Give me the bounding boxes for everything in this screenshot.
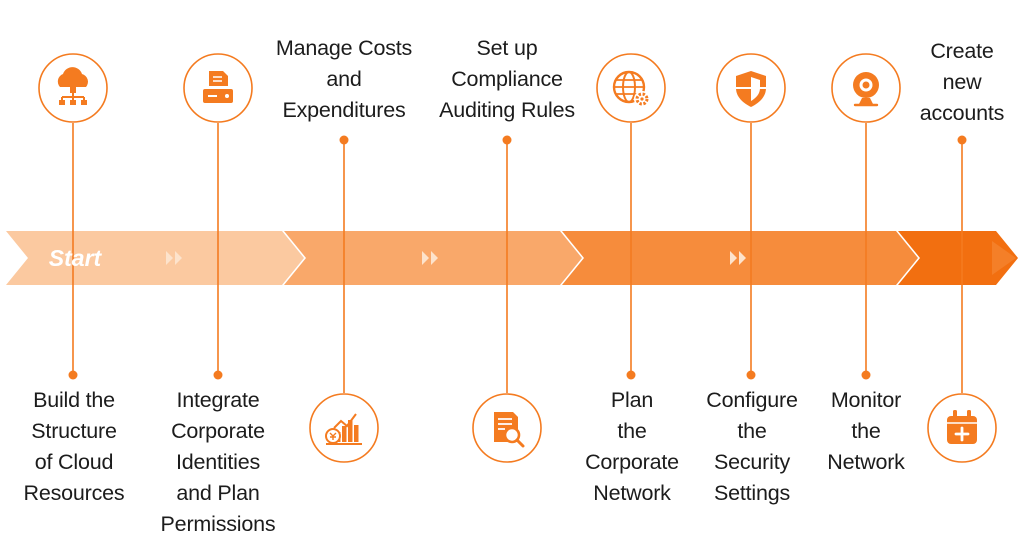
globe-settings-icon (612, 70, 650, 107)
connector-dot-1 (68, 370, 78, 380)
connector-dot-8 (957, 135, 967, 145)
icon-ring-5 (596, 53, 666, 123)
cloud-shape (57, 67, 88, 87)
leaf-node (70, 100, 76, 105)
chevron-mark (739, 251, 746, 265)
connector-dot-3 (339, 135, 349, 145)
calendar-plus-icon (947, 410, 977, 444)
server-light (225, 94, 229, 98)
chevron-mark (166, 251, 173, 265)
chevron-mark (431, 251, 438, 265)
band-segment-1 (6, 231, 304, 285)
connector-dot-6 (746, 370, 756, 380)
cost-bar (354, 425, 359, 442)
server-box (203, 89, 233, 103)
cost-chart-icon (325, 413, 362, 445)
chevron-mark (422, 251, 429, 265)
document-sheet (209, 71, 228, 86)
tree-lines (61, 93, 85, 100)
document-lines (498, 418, 512, 430)
step-label-monitor-network: Monitor the Network (827, 388, 905, 474)
calendar-ring (953, 410, 957, 418)
band-segment-4 (898, 231, 1018, 285)
magnifier-lens (503, 426, 521, 444)
server-identity-icon (203, 71, 233, 103)
document-search-icon (494, 412, 525, 448)
start-label: Start (48, 245, 102, 271)
gear-teeth (635, 92, 649, 106)
cloud-network-icon (57, 67, 88, 105)
connector-dot-2 (213, 370, 223, 380)
chevron-mark (730, 251, 737, 265)
band-end-arrow (992, 241, 1016, 275)
camera-stand (859, 98, 873, 104)
coin-mark (329, 432, 337, 440)
step-label-compliance-rules: Set up Compliance Auditing Rules (439, 36, 575, 122)
trend-line (333, 413, 357, 429)
shield-icon (736, 71, 766, 107)
document-lines (213, 76, 222, 82)
connector-dot-4 (502, 135, 512, 145)
cost-bar (342, 426, 347, 442)
double-chevron-mark-2 (422, 251, 438, 265)
leaf-node (59, 100, 65, 105)
step-label-create-accounts: Create new accounts (919, 39, 1005, 125)
connector-dot-5 (626, 370, 636, 380)
plus-sign (954, 426, 970, 442)
step-label-manage-costs: Manage Costs and Expenditures (275, 36, 413, 122)
webcam-icon (853, 72, 879, 107)
chevron-mark (175, 251, 182, 265)
camera-lens (862, 81, 870, 89)
icon-ring-2 (183, 53, 253, 123)
step-label-security-settings: Configure the Security Settings (706, 388, 798, 505)
step-label-plan-network: Plan the Corporate Network (585, 388, 679, 505)
magnifier-handle (515, 438, 525, 448)
calendar-ring (967, 410, 971, 418)
double-chevron-mark-3 (730, 251, 746, 265)
gear-hub (640, 97, 644, 101)
step-label-integrate-identities: Integrate Corporate Identities and Plan … (160, 388, 276, 536)
cost-bar (348, 420, 353, 442)
connector-dot-7 (861, 370, 871, 380)
node (70, 87, 76, 93)
double-chevron-mark-1 (166, 251, 182, 265)
leaf-node (81, 100, 87, 105)
step-label-build-structure: Build the Structure of Cloud Resources (23, 388, 125, 505)
